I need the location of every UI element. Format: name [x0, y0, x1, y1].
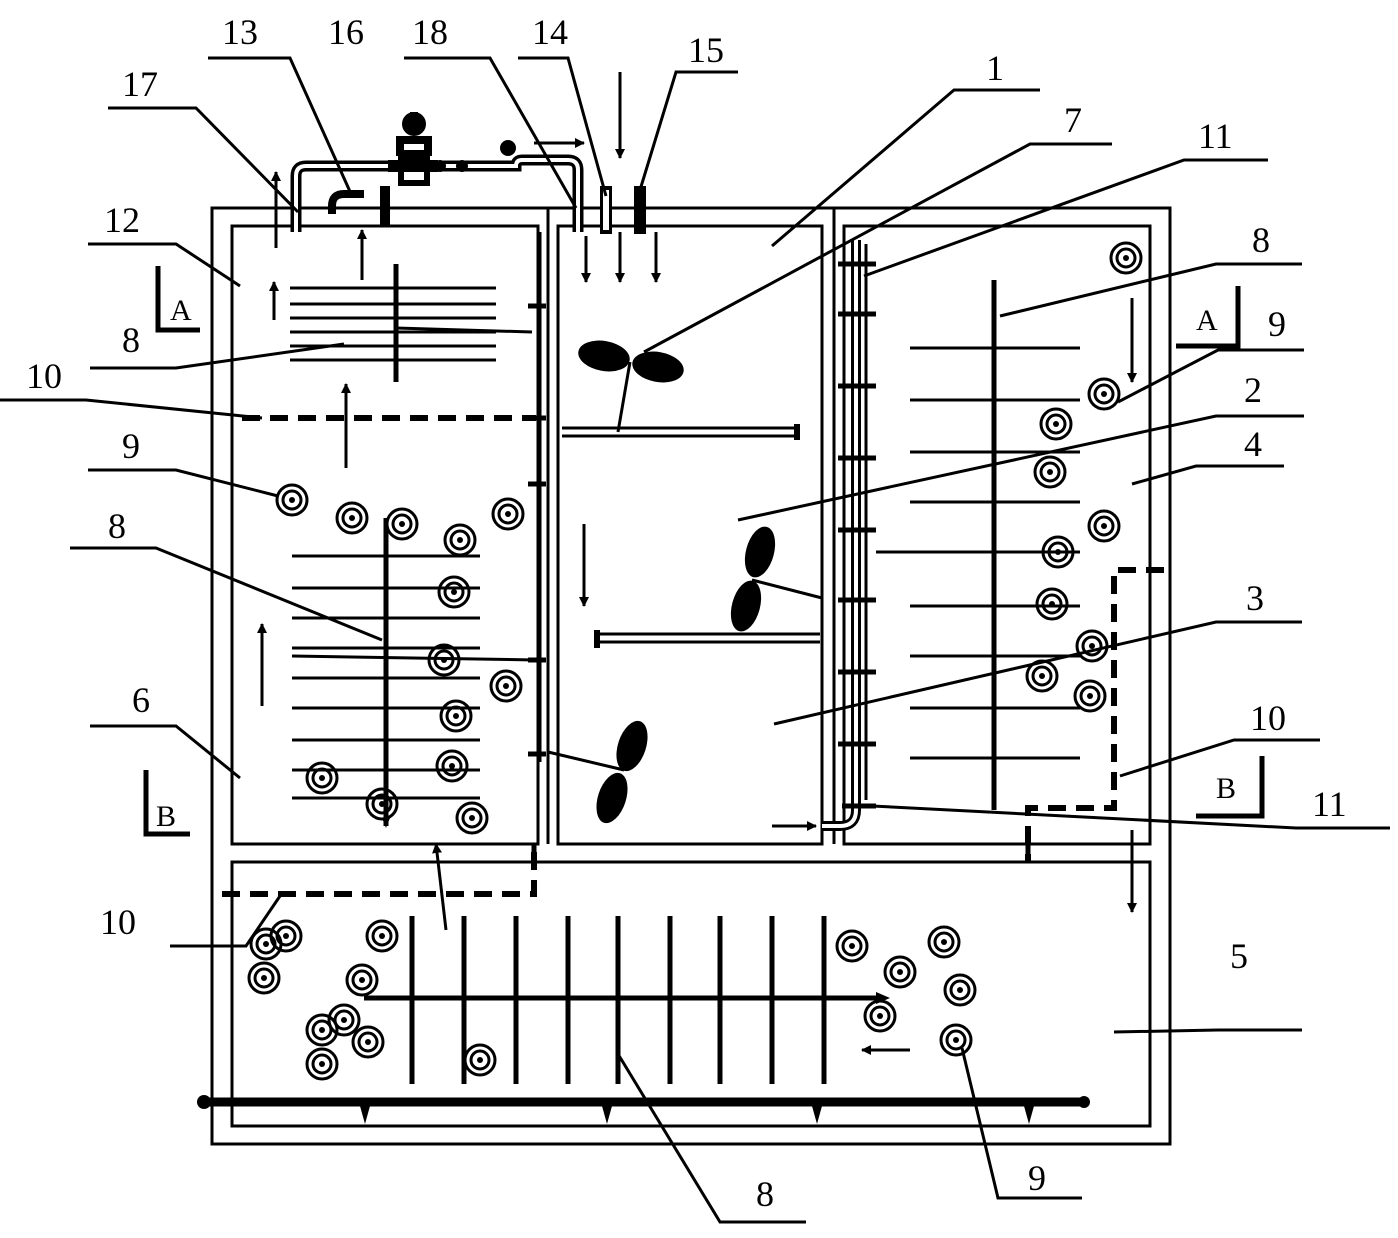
leader-lines [0, 56, 1390, 1224]
carrier-media-right [1025, 241, 1143, 713]
section-mark-b-right: B [1216, 772, 1236, 805]
section-marks: A A B B [143, 266, 1265, 837]
label-2: 2 [1244, 370, 1262, 410]
label-14: 14 [532, 12, 568, 52]
label-10-left-bottom: 10 [100, 902, 136, 942]
right-column-internals [876, 280, 1164, 862]
section-mark-a-right: A [1196, 304, 1218, 337]
label-16: 16 [328, 12, 364, 52]
label-9-bottom: 9 [1028, 1158, 1046, 1198]
agitator-upper [578, 340, 684, 433]
label-5: 5 [1230, 936, 1248, 976]
label-6: 6 [132, 680, 150, 720]
agitator-lower [547, 720, 648, 824]
label-8-left-mid: 8 [108, 506, 126, 546]
label-18: 18 [412, 12, 448, 52]
label-10-right: 10 [1250, 698, 1286, 738]
label-12: 12 [104, 200, 140, 240]
label-8-bottom: 8 [756, 1174, 774, 1214]
label-11-bottom: 11 [1312, 784, 1347, 824]
label-15: 15 [688, 30, 724, 70]
label-3: 3 [1246, 578, 1264, 618]
agitator-middle [730, 526, 823, 632]
label-10-left-top: 10 [26, 356, 62, 396]
label-4: 4 [1244, 424, 1262, 464]
label-9-left: 9 [122, 426, 140, 466]
section-mark-b-left: B [156, 800, 176, 833]
section-mark-a-left: A [170, 294, 192, 327]
label-1: 1 [986, 48, 1004, 88]
valve-16 [388, 112, 516, 186]
top-piping [290, 112, 646, 234]
middle-column-internals [547, 240, 876, 831]
label-7: 7 [1064, 100, 1082, 140]
label-17: 17 [122, 64, 158, 104]
label-9-right: 9 [1268, 304, 1286, 344]
label-8-right: 8 [1252, 220, 1270, 260]
label-11-top: 11 [1198, 116, 1233, 156]
reference-numerals: 1 7 11 8 9 2 4 3 10 11 5 9 8 17 13 16 18… [26, 12, 1347, 1214]
flow-arrows [257, 72, 1137, 1055]
bottom-tank-internals [197, 844, 1090, 1124]
label-13: 13 [222, 12, 258, 52]
label-8-left-top: 8 [122, 320, 140, 360]
